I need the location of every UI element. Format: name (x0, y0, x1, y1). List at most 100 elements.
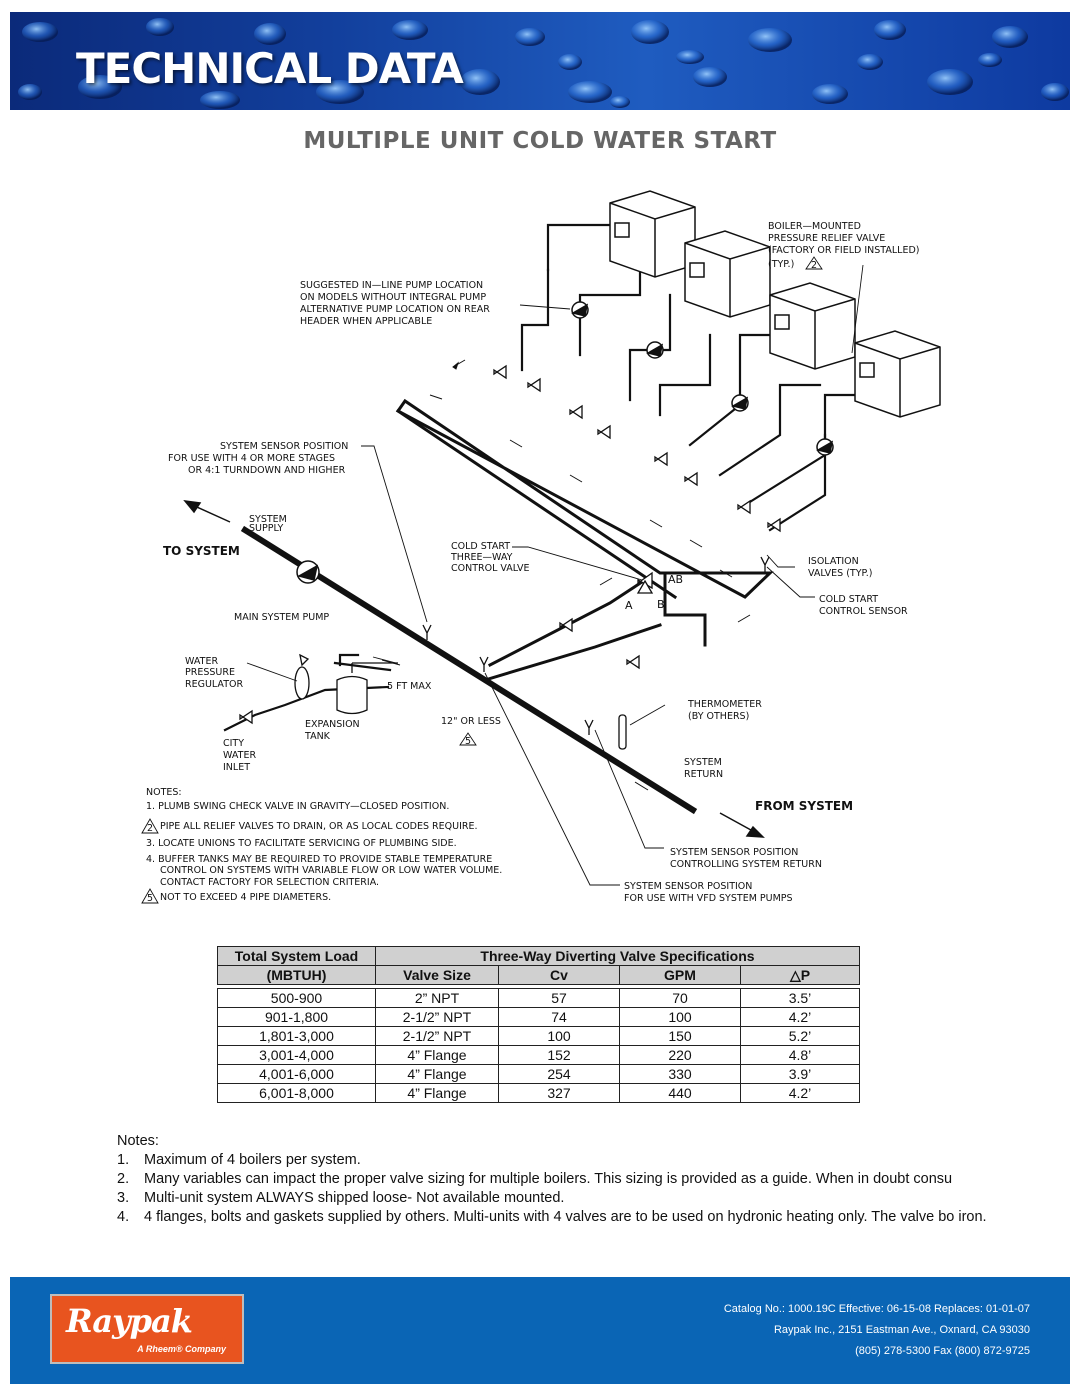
gpm-cell: 70 (619, 988, 741, 1008)
cv-cell: 254 (498, 1064, 620, 1084)
expansion-tank-label-2: TANK (304, 731, 331, 742)
thermometer-label-2: (BY OTHERS) (688, 711, 749, 722)
system-supply-label-1: SYSTEM (249, 514, 287, 525)
boilers (609, 190, 941, 418)
valve-spec-group-header: Three-Way Diverting Valve Specifications (375, 946, 860, 966)
return-sensor-label-1: SYSTEM SENSOR POSITION (670, 847, 798, 858)
isolation-valves (239, 364, 781, 725)
pump-location-label-4: HEADER WHEN APPLICABLE (300, 316, 432, 327)
delta-p-cell: 3.9’ (740, 1064, 860, 1084)
valve-size-cell: 2-1/2” NPT (375, 1007, 499, 1027)
table-header-row: Total System Load Three-Way Diverting Va… (217, 946, 860, 966)
water-pressure-regulator-label-3: REGULATOR (185, 679, 243, 690)
note-item: 2. Many variables can impact the proper … (117, 1170, 1067, 1189)
cold-start-valve-label-2: THREE—WAY (450, 552, 513, 563)
piping-diagram: BOILER—MOUNTED PRESSURE RELIEF VALVE (FA… (141, 190, 941, 904)
city-water-label-1: CITY (223, 738, 244, 749)
note-text: Maximum of 4 boilers per system. (144, 1152, 361, 1168)
page-banner-title: TECHNICAL DATA (76, 44, 464, 93)
expansion-tank-label-1: EXPANSION (305, 719, 360, 730)
diagram-note-3: 3. LOCATE UNIONS TO FACILITATE SERVICING… (146, 838, 457, 849)
twelve-inch-label: 12" OR LESS (441, 716, 501, 727)
gpm-header: GPM (619, 965, 741, 985)
valve-size-header: Valve Size (375, 965, 499, 985)
load-cell: 3,001-4,000 (217, 1045, 376, 1065)
delta-p-header: △P (740, 965, 860, 985)
isolation-valves-label-2: VALVES (TYP.) (808, 568, 872, 579)
city-water-label-2: WATER (223, 750, 256, 761)
cold-start-three-way-valve (636, 571, 654, 594)
inline-pump-4 (816, 438, 834, 456)
note-text: Many variables can impact the proper val… (144, 1171, 953, 1187)
to-system-label: TO SYSTEM (163, 544, 240, 558)
note-item: 1. Maximum of 4 boilers per system. (117, 1151, 1067, 1170)
system-return-label-1: SYSTEM (684, 757, 722, 768)
logo-brand-text: Raypak (66, 1302, 193, 1340)
relief-valve-label-2: PRESSURE RELIEF VALVE (768, 233, 885, 244)
svg-text:5: 5 (147, 893, 153, 904)
main-system-pump-label: MAIN SYSTEM PUMP (234, 612, 329, 623)
sensor-wells (422, 556, 770, 735)
footer-info: Catalog No.: 1000.19C Effective: 06-15-0… (724, 1299, 1030, 1362)
diagram-note-1: 1. PLUMB SWING CHECK VALVE IN GRAVITY—CL… (146, 801, 449, 812)
svg-text:5: 5 (465, 736, 471, 747)
note-2-triangle: 2 (805, 256, 823, 271)
cv-header: Cv (498, 965, 620, 985)
relief-valve-label-3: (FACTORY OR FIELD INSTALLED) (768, 245, 919, 256)
valve-size-cell: 4” Flange (375, 1083, 499, 1103)
pump-location-label-1: SUGGESTED IN—LINE PUMP LOCATION (300, 280, 483, 291)
valve-size-cell: 4” Flange (375, 1045, 499, 1065)
inline-pump-3 (731, 394, 749, 412)
note-5-triangle: 5 (459, 732, 477, 747)
direction-arrows (183, 500, 765, 838)
note-number: 1. (117, 1152, 130, 1168)
city-water-label-3: INLET (223, 762, 250, 773)
diagram-note-2-triangle: 2 (141, 818, 159, 834)
relief-valve-label-4: (TYP.) (768, 259, 794, 270)
section-heading: MULTIPLE UNIT COLD WATER START (303, 128, 777, 154)
vfd-sensor-label-2: FOR USE WITH VFD SYSTEM PUMPS (624, 893, 793, 904)
thermometer (618, 714, 627, 750)
diagram-note-4-line-3: CONTACT FACTORY FOR SELECTION CRITERIA. (160, 877, 379, 888)
catalog-line: Catalog No.: 1000.19C Effective: 06-15-0… (723, 1303, 1030, 1315)
gpm-cell: 100 (619, 1007, 741, 1027)
port-a-label: A (625, 599, 633, 612)
cold-start-sensor-label-2: CONTROL SENSOR (819, 606, 908, 617)
cv-cell: 327 (498, 1083, 620, 1103)
return-sensor-label-2: CONTROLLING SYSTEM RETURN (670, 859, 822, 870)
note-text: 4 flanges, bolts and gaskets supplied by… (144, 1209, 987, 1225)
main-system-pump (296, 560, 320, 584)
expansion-tank (336, 662, 398, 715)
relief-valve-label-1: BOILER—MOUNTED (768, 221, 861, 232)
thermometer-label-1: THERMOMETER (687, 699, 762, 710)
svg-text:2: 2 (811, 260, 817, 271)
note-number: 2. (117, 1171, 130, 1187)
piping-lines (223, 223, 857, 815)
diagram-note-4: 4. BUFFER TANKS MAY BE REQUIRED TO PROVI… (146, 854, 492, 865)
system-sensor-label-3: OR 4:1 TURNDOWN AND HIGHER (188, 465, 346, 476)
table-subheader-row: (MBTUH) Valve Size Cv GPM △P (217, 965, 860, 985)
pumps (296, 301, 834, 584)
svg-text:2: 2 (147, 823, 153, 834)
load-cell: 6,001-8,000 (217, 1083, 376, 1103)
pump-location-label-2: ON MODELS WITHOUT INTEGRAL PUMP (300, 292, 486, 303)
water-pressure-regulator-label-2: PRESSURE (185, 667, 235, 678)
cold-start-sensor-label-1: COLD START (819, 594, 878, 605)
system-sensor-label-1: SYSTEM SENSOR POSITION (220, 441, 348, 452)
system-return-label-2: RETURN (684, 769, 723, 780)
boiler-3 (769, 282, 856, 370)
cv-cell: 74 (498, 1007, 620, 1027)
valve-size-cell: 4” Flange (375, 1064, 499, 1084)
gpm-cell: 330 (619, 1064, 741, 1084)
port-b-label: B (657, 598, 665, 611)
load-cell: 500-900 (217, 988, 376, 1008)
footer-bar: Raypak A Rheem® Company Catalog No.: 100… (10, 1277, 1070, 1384)
system-supply-label-2: SUPPLY (249, 523, 283, 534)
delta-p-cell: 4.2’ (740, 1007, 860, 1027)
logo-tagline: A Rheem® Company (137, 1344, 226, 1354)
